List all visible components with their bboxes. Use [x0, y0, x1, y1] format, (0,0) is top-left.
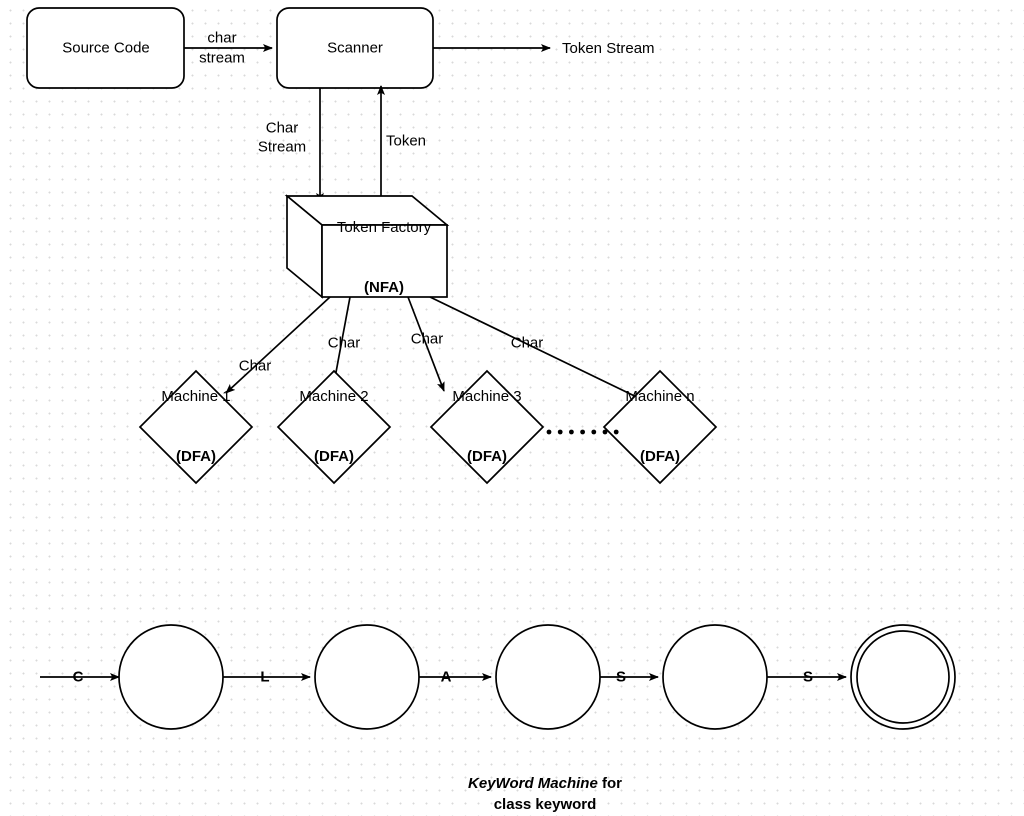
machine-3-label: Machine 3 (DFA) — [452, 347, 521, 507]
ellipsis-dot — [569, 429, 574, 435]
keyword-state-4[interactable] — [662, 624, 768, 730]
token-factory-cube-front[interactable] — [321, 224, 448, 298]
machine-3-label-line2: (DFA) — [467, 448, 507, 465]
caption-line-2: class keyword — [493, 796, 597, 813]
ellipsis-dot — [602, 429, 608, 435]
ellipsis-dot — [580, 429, 585, 435]
machine-1-label: Machine 1 (DFA) — [161, 347, 230, 507]
machine-n-label-line2: (DFA) — [640, 448, 680, 465]
machine-n-label: Machine n (DFA) — [625, 347, 694, 507]
edge-factory-to-machine-2 — [331, 296, 351, 384]
scanner-box[interactable] — [276, 7, 434, 89]
source-code-box[interactable] — [26, 7, 185, 89]
machine-3-label-line1: Machine 3 — [452, 388, 522, 405]
keyword-machine-caption: KeyWord Machine for class keyword — [468, 773, 622, 815]
machine-2-label: Machine 2 (DFA) — [299, 347, 368, 507]
keyword-state-5-inner-accepting — [856, 630, 950, 724]
machine-1-label-line2: (DFA) — [176, 448, 216, 465]
token-factory-label-line1: Token Factory — [336, 219, 432, 236]
ellipsis-dots — [546, 429, 619, 435]
machine-n-diamond[interactable] — [602, 369, 718, 485]
ellipsis-dot — [546, 429, 552, 435]
ellipsis-dot — [591, 429, 597, 435]
machine-1-label-line1: Machine 1 — [161, 388, 231, 405]
caption-emphasis: KeyWord Machine — [468, 775, 598, 792]
edge-factory-to-machine-3 — [407, 296, 445, 392]
machine-2-label-line2: (DFA) — [314, 448, 354, 465]
caption-rest: for — [597, 775, 622, 792]
token-factory-label: Token Factory (NFA) — [337, 178, 431, 338]
keyword-state-3[interactable] — [495, 624, 601, 730]
caption-line-1: KeyWord Machine for — [468, 773, 622, 794]
machine-1-diamond[interactable] — [138, 369, 254, 485]
ellipsis-dot — [613, 429, 619, 435]
machine-2-diamond[interactable] — [276, 369, 392, 485]
machine-n-label-line1: Machine n — [625, 388, 695, 405]
keyword-state-2[interactable] — [314, 624, 420, 730]
machine-2-label-line1: Machine 2 — [299, 388, 369, 405]
machine-3-diamond[interactable] — [429, 369, 545, 485]
edge-factory-to-machine-n — [429, 296, 652, 405]
token-factory-label-line2: (NFA) — [364, 279, 404, 296]
ellipsis-dot — [557, 429, 563, 435]
keyword-state-1[interactable] — [118, 624, 224, 730]
edge-factory-to-machine-1 — [225, 296, 331, 394]
